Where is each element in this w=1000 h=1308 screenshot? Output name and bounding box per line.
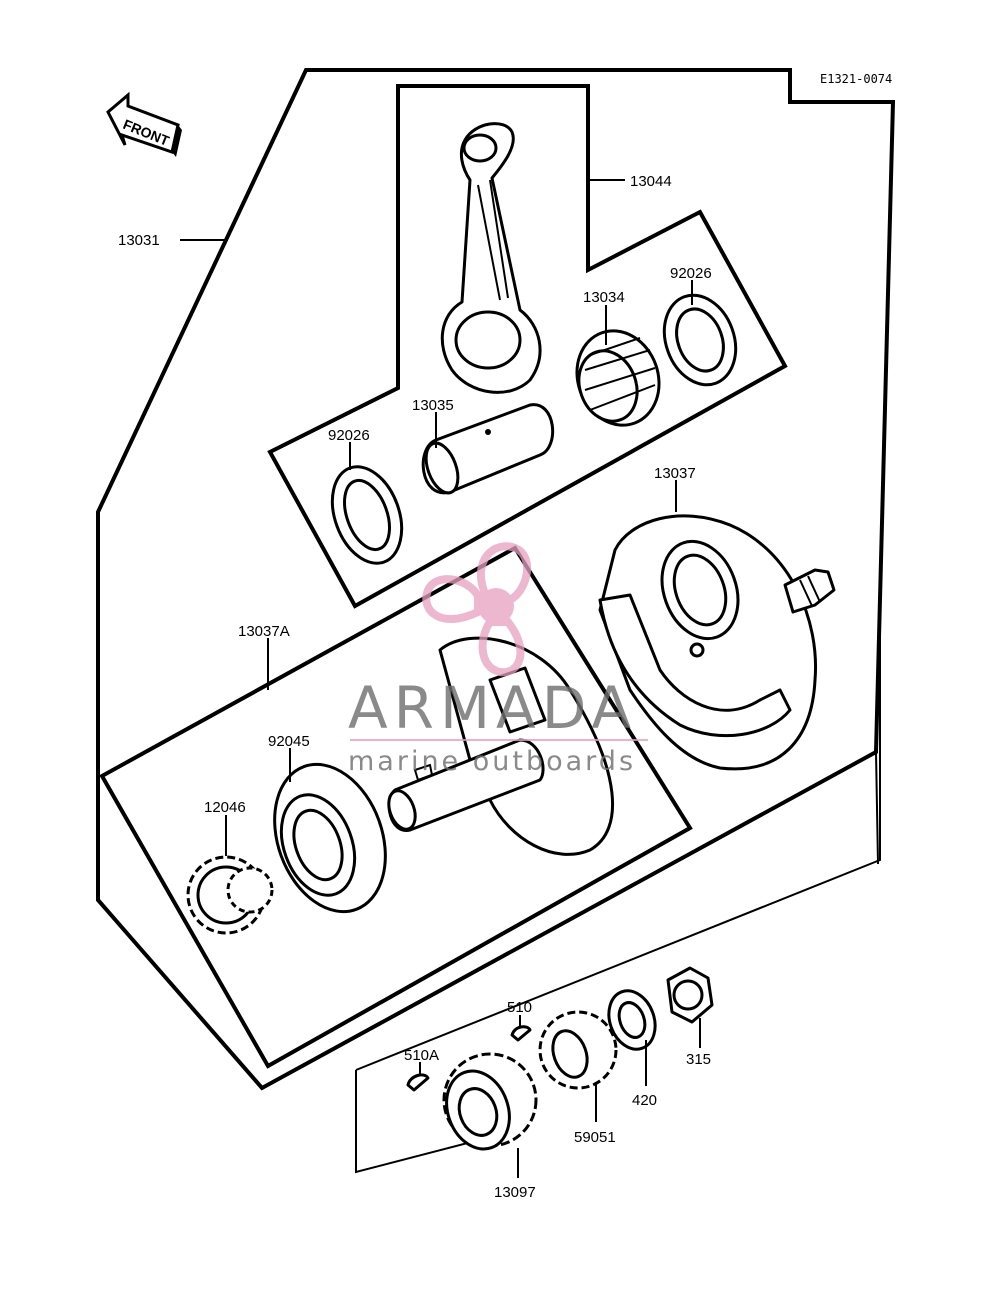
label-92026-top: 92026	[670, 265, 712, 282]
connecting-rod-part	[440, 122, 542, 394]
sprocket-part	[186, 855, 274, 935]
label-315: 315	[686, 1051, 711, 1068]
lock-washer-part	[607, 989, 657, 1051]
label-92026-left: 92026	[328, 427, 370, 444]
watermark-brand: ARMADA	[348, 674, 637, 742]
label-510a: 510A	[404, 1047, 439, 1064]
part-labels: 13031 13044 13034 92026 13035 92026 1303…	[118, 173, 712, 1201]
crankshaft-half-group-outline	[99, 545, 693, 1069]
label-59051: 59051	[574, 1129, 616, 1146]
watermark-tagline: marine outboards	[348, 746, 636, 777]
label-13037: 13037	[654, 465, 696, 482]
thrust-washer-left-part	[330, 465, 404, 565]
connecting-rod-group-outline	[267, 84, 788, 609]
label-13031: 13031	[118, 232, 160, 249]
label-13034: 13034	[583, 289, 625, 306]
propeller-logo-icon	[422, 542, 532, 677]
label-13035: 13035	[412, 397, 454, 414]
armada-watermark: ARMADA marine outboards	[348, 542, 648, 777]
right-crank-half-part	[598, 514, 836, 771]
label-420: 420	[632, 1092, 657, 1109]
label-12046: 12046	[204, 799, 246, 816]
thrust-washer-top-part	[662, 293, 738, 387]
left-crank-half-part	[387, 636, 615, 856]
label-510: 510	[507, 999, 532, 1016]
needle-bearing-part	[575, 329, 661, 427]
label-13037a: 13037A	[238, 623, 290, 640]
ball-bearing-part	[273, 762, 387, 914]
label-92045: 92045	[268, 733, 310, 750]
key-510a-part	[406, 1073, 430, 1092]
diagram-reference-code: E1321-0074	[820, 72, 892, 86]
gear-59051-part	[538, 1010, 618, 1090]
gear-group-outline	[355, 560, 881, 1174]
label-13097: 13097	[494, 1184, 536, 1201]
label-13044: 13044	[630, 173, 672, 190]
drive-gear-part	[442, 1052, 538, 1151]
key-510-part	[510, 1025, 532, 1042]
nut-part	[666, 966, 714, 1024]
crank-pin-part	[421, 403, 555, 495]
front-arrow-icon: FRONT	[106, 91, 182, 157]
